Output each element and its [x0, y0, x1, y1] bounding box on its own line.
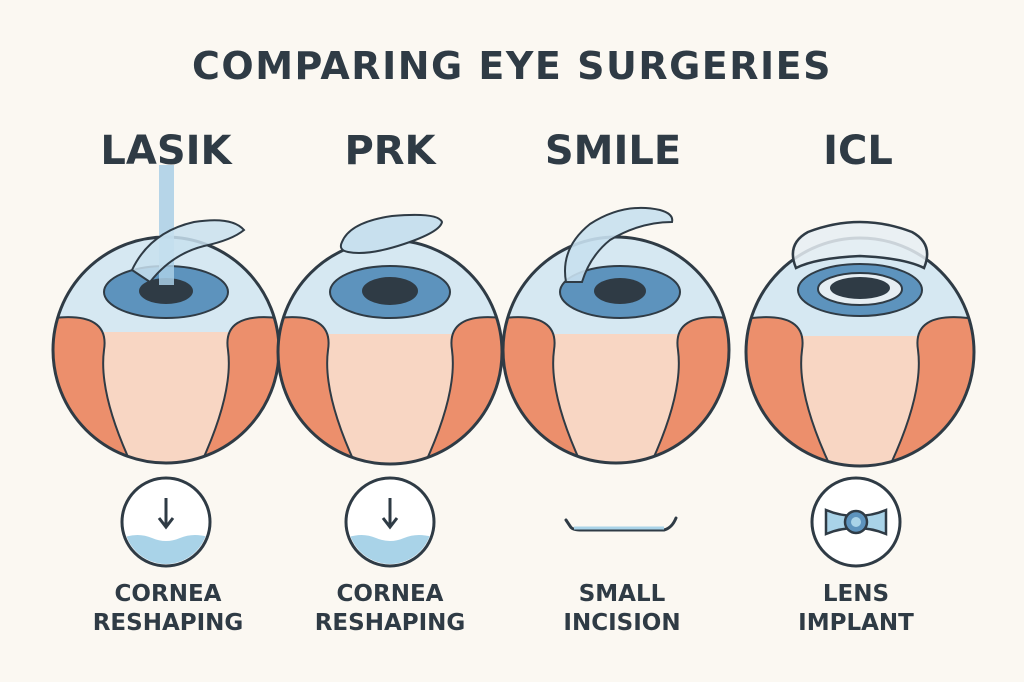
lens-implant-icon: [810, 476, 902, 568]
corneal-flap: [130, 219, 246, 284]
procedure-label-icl: ICL: [823, 128, 893, 174]
caption-prk: CORNEA RESHAPING: [280, 580, 500, 638]
cornea-reshaping-icon: [120, 476, 212, 568]
eye-prk: [276, 213, 504, 466]
eye-smile: [501, 206, 731, 465]
caption-line: CORNEA: [336, 581, 444, 607]
procedure-label-prk: PRK: [344, 128, 436, 174]
eye-icl: [744, 220, 976, 468]
caption-icl: LENS IMPLANT: [746, 580, 966, 638]
caption-line: RESHAPING: [92, 610, 244, 636]
implanted-lens: [791, 220, 929, 270]
page-title: COMPARING EYE SURGERIES: [192, 44, 832, 88]
eye-lasik: [51, 165, 281, 465]
caption-line: RESHAPING: [314, 610, 466, 636]
caption-smile: SMALL INCISION: [512, 580, 732, 638]
epithelium-layer: [339, 213, 444, 254]
lenticule-flap: [564, 206, 674, 283]
caption-lasik: CORNEA RESHAPING: [58, 580, 278, 638]
caption-line: LENS: [822, 581, 890, 607]
caption-line: CORNEA: [114, 581, 222, 607]
caption-line: SMALL: [578, 581, 666, 607]
cornea-reshaping-icon: [344, 476, 436, 568]
procedure-label-smile: SMILE: [544, 128, 682, 174]
caption-line: IMPLANT: [798, 610, 914, 636]
caption-line: INCISION: [563, 610, 681, 636]
small-incision-icon: [564, 516, 678, 532]
